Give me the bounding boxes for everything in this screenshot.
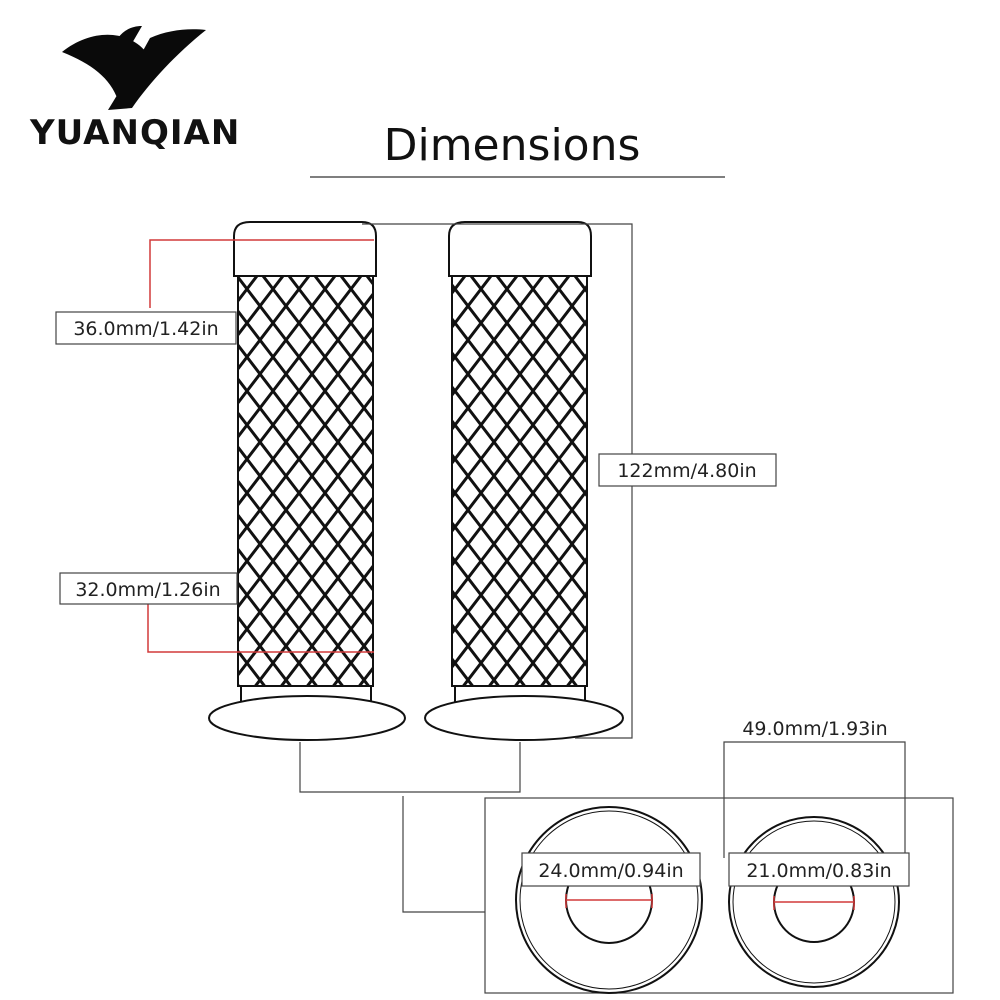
left-grip [208,221,406,741]
connector-line [299,742,521,793]
end-diameter-bracket [149,239,374,308]
left-grip-body [237,275,374,687]
brand-logo: YUANQIAN [29,26,240,153]
label-total-length: 122mm/4.80in [598,453,777,487]
end-view-right-ring [732,820,896,984]
label-end-diameter-text: 36.0mm/1.42in [73,318,218,340]
end-view-right [728,816,900,988]
label-total-length-text: 122mm/4.80in [617,460,756,482]
flange-diameter-bracket [723,741,906,858]
left-grip-flange [208,695,406,741]
right-grip-flange [424,695,624,741]
label-right-inner-diameter: 21.0mm/0.83in [728,852,910,887]
left-grip-end-cap [233,221,377,277]
connector-line-2 [402,796,485,913]
label-end-diameter: 36.0mm/1.42in [55,311,237,345]
end-view-left-ring [519,810,699,990]
end-view-box [484,797,954,994]
label-grip-diameter-text: 32.0mm/1.26in [75,579,220,601]
label-grip-diameter: 32.0mm/1.26in [59,572,238,605]
label-flange-diameter: 49.0mm/1.93in [742,718,887,740]
label-left-inner-diameter: 24.0mm/0.94in [521,852,701,887]
label-right-inner-diameter-text: 21.0mm/0.83in [746,860,891,882]
end-view-left [515,806,703,994]
brand-name: YUANQIAN [29,113,240,153]
grip-diameter-bracket [147,600,374,653]
right-grip-end-cap [448,221,592,277]
stylized-y-logo-icon [62,26,206,110]
right-grip [424,221,624,741]
page-title: Dimensions [384,120,641,171]
right-grip-body [451,275,588,687]
label-flange-diameter-text: 49.0mm/1.93in [742,718,887,740]
label-left-inner-diameter-text: 24.0mm/0.94in [538,860,683,882]
